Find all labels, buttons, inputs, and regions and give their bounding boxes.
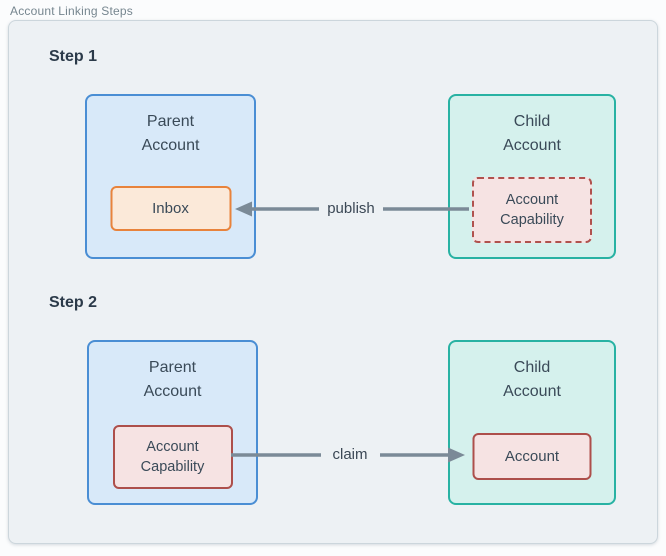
step-2-account-capability-box: Account Capability	[112, 425, 233, 489]
step-1-account-capability-box: Account Capability	[472, 177, 592, 243]
step-2-parent-account-title: Parent Account	[143, 359, 202, 400]
diagram-canvas: Step 1 Parent Account Inbox Child Accoun…	[8, 20, 658, 544]
step-1-inbox-box: Inbox	[110, 186, 231, 231]
step-1-child-account-box: Child Account Account Capability	[448, 94, 616, 259]
claim-arrow-label: claim	[332, 446, 368, 463]
step-2-account-box: Account	[472, 433, 592, 480]
publish-arrow-label: publish	[327, 200, 375, 217]
step-2-child-account-title: Child Account	[503, 359, 561, 400]
step-2-parent-account-box: Parent Account Account Capability	[87, 340, 258, 505]
step-1-child-account-title: Child Account	[503, 113, 561, 154]
diagram-title: Account Linking Steps	[10, 4, 133, 18]
step-1-heading: Step 1	[49, 48, 98, 65]
step-1-parent-account-title: Parent Account	[141, 113, 200, 154]
step-1-parent-account-box: Parent Account Inbox	[85, 94, 256, 259]
step-2-child-account-box: Child Account Account	[448, 340, 616, 505]
step-2-heading: Step 2	[49, 294, 98, 311]
